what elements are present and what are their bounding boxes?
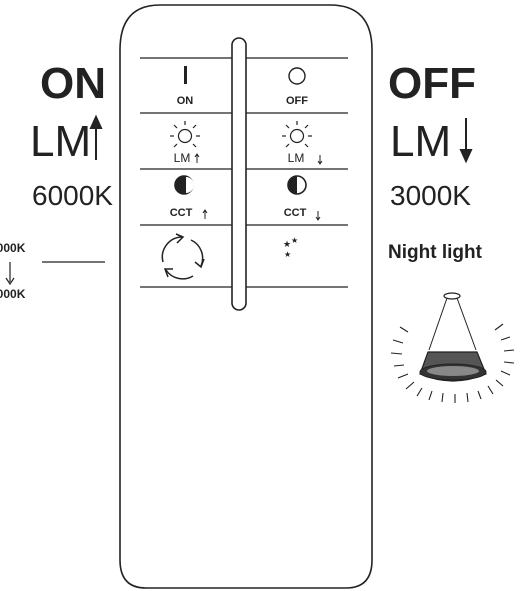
power-off-button[interactable] [246,58,348,113]
cct-to-label: 3000K [0,287,26,301]
svg-text:★: ★ [284,250,291,259]
kelvin-3000-label: 3000K [390,180,471,211]
sun-icon [282,121,312,148]
power-off-icon [288,67,306,85]
cycle-arrows-icon [161,233,205,280]
off-label: OFF [388,59,476,108]
moon-stars-icon: ★ ★ ★ [283,236,309,268]
btn-lm-up-label: LM [173,151,191,165]
night-light-label: Night light [388,242,482,263]
button-grid-lines [140,57,348,288]
night-light-button[interactable] [246,225,348,287]
lm-up-label: LM [30,117,92,166]
btn-off-label: OFF [286,95,308,107]
cct-from-label: 6000K [0,241,26,255]
btn-cct-up-label: CCT [169,207,193,219]
pendant-lamp-icon [390,292,515,403]
lm-arrow-icons [194,153,323,165]
sun-icon [170,121,200,148]
power-on-icon [184,66,187,84]
half-circle-icon [174,175,194,195]
power-on-button[interactable] [140,58,232,113]
btn-on-label: ON [176,95,194,107]
cct-up-button[interactable] [140,169,232,225]
half-circle-icon [287,175,307,195]
brightness-up-button[interactable] [140,113,232,169]
cct-down-button[interactable] [246,169,348,225]
remote-center-slot [231,37,247,311]
lm-down-label: LM [390,117,452,166]
btn-lm-down-label: LM [287,151,305,165]
svg-text:★: ★ [291,236,298,245]
cct-cycle-button[interactable] [140,225,232,287]
svg-text:★: ★ [283,240,291,250]
lm-up-arrow-icon [89,114,103,160]
on-label: ON [40,59,106,108]
cct-down-arrow-head [5,277,15,286]
btn-cct-down-label: CCT [283,207,307,219]
lm-down-arrow-icon [459,118,473,164]
kelvin-6000-label: 6000K [32,180,113,211]
brightness-down-button[interactable] [246,113,348,169]
cct-arrow-icons [202,209,321,221]
remote-body [119,4,373,589]
